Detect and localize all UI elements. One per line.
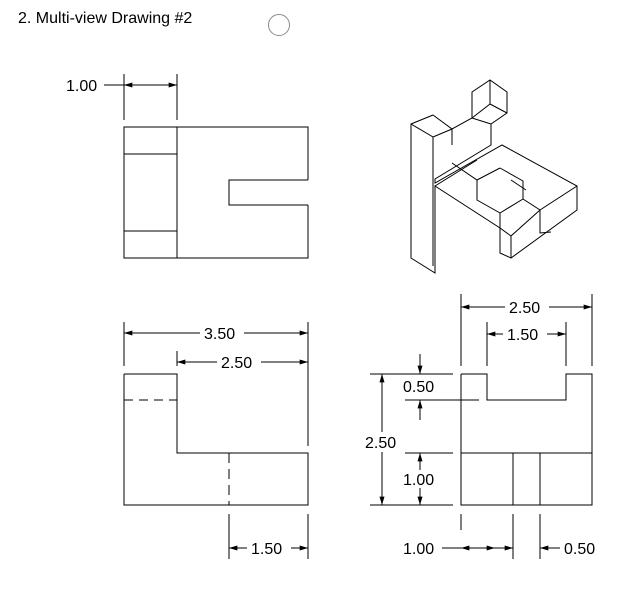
- answer-radio-button[interactable]: [268, 14, 290, 36]
- top-view-dimension: 1.00: [66, 74, 178, 120]
- side-view: [460, 373, 593, 506]
- dim-side-slot-depth-label: 0.50: [403, 379, 434, 396]
- dim-side-lower-label: 1.00: [403, 472, 434, 489]
- dim-side-overall-label: 2.50: [509, 300, 540, 317]
- front-view: [123, 373, 309, 506]
- dim-side-right-label: 0.50: [564, 541, 595, 558]
- question-title: 2. Multi-view Drawing #2: [18, 10, 193, 27]
- dim-front-overall-label: 3.50: [204, 326, 235, 343]
- dim-front-right-label: 1.50: [251, 541, 282, 558]
- front-view-dimensions: 3.50 2.50 1.50: [123, 322, 309, 559]
- dim-side-slot-label: 1.50: [507, 327, 538, 344]
- dim-front-step-label: 2.50: [221, 355, 252, 372]
- side-view-dimensions: 2.50 1.50 2.50 0.50 1.00 1.00 0.50: [364, 294, 595, 559]
- isometric-view: [410, 79, 578, 274]
- top-view: [123, 126, 310, 259]
- dim-side-left-label: 1.00: [403, 541, 434, 558]
- dim-top-width-label: 1.00: [66, 78, 97, 95]
- dim-side-height-label: 2.50: [365, 435, 396, 452]
